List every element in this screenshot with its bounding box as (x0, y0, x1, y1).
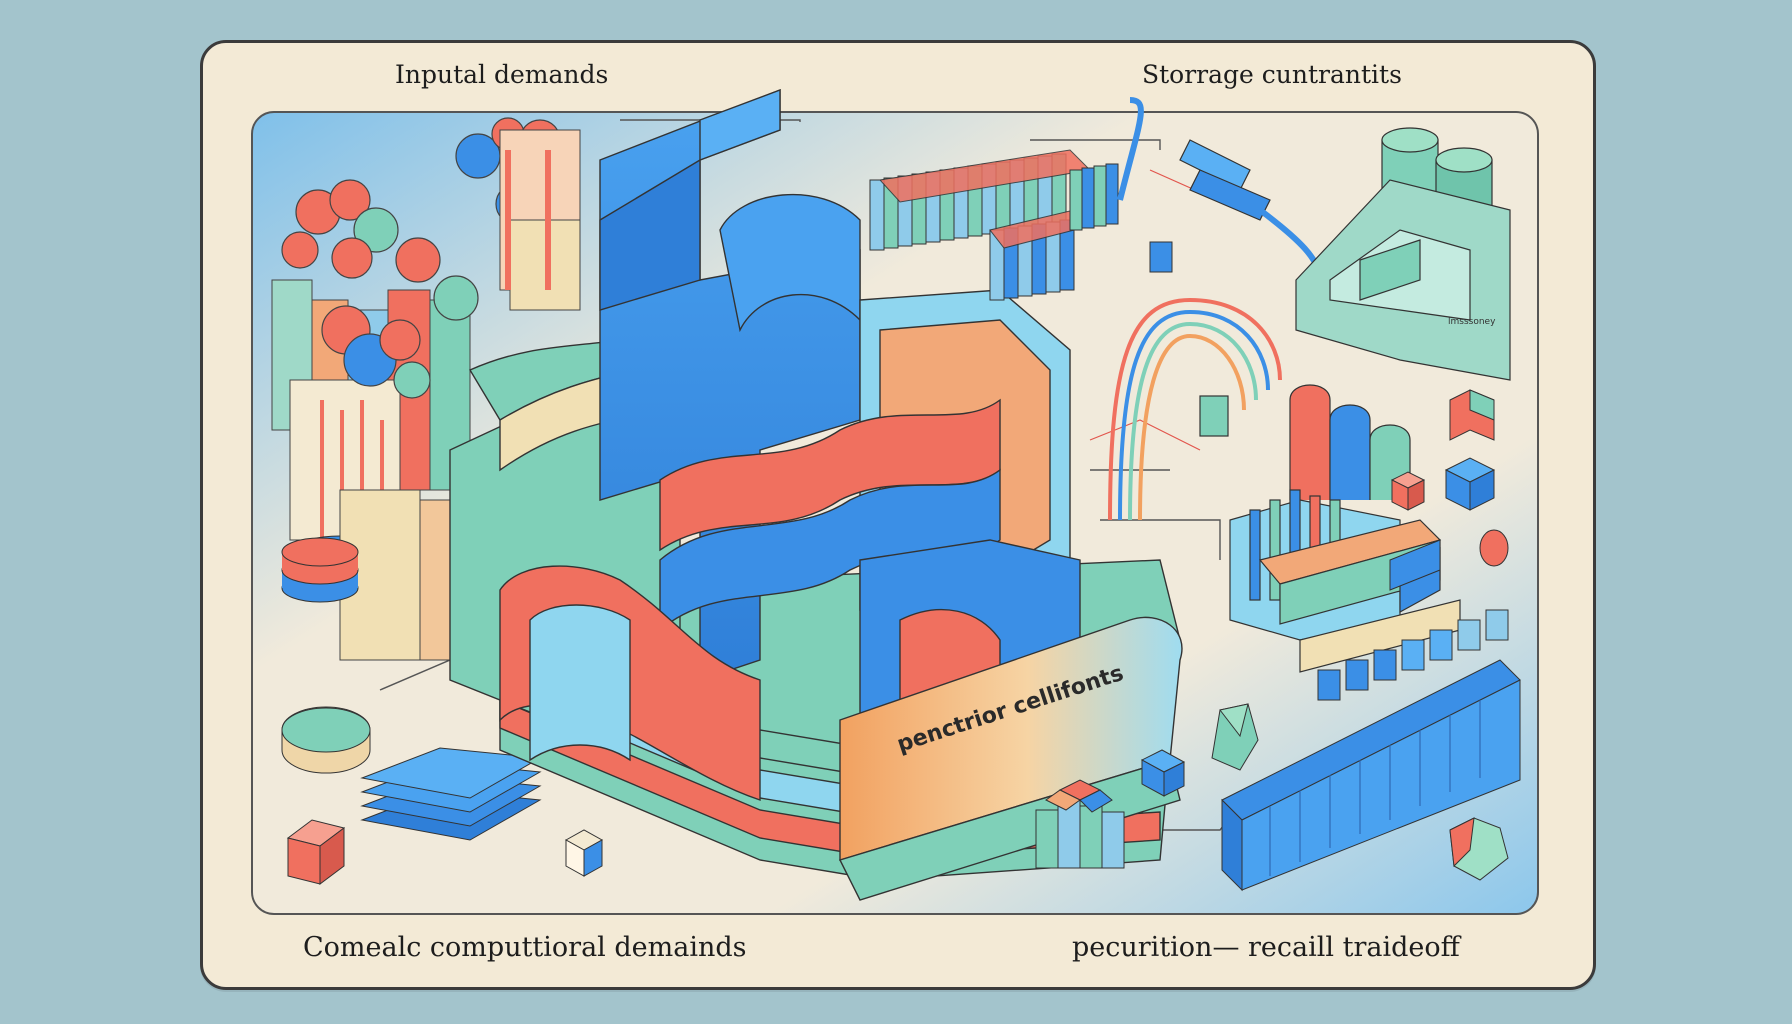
small-blue-box (1149, 241, 1173, 273)
coral-cube (286, 819, 346, 885)
top-left-label: Inputal demands (395, 60, 609, 89)
blue-cube (1140, 749, 1186, 797)
central-ribbon-structure (449, 88, 1183, 901)
bottom-left-label: Comealc computtioral demainds (303, 932, 747, 963)
stacked-discs (281, 537, 359, 603)
storage-column-rows (869, 149, 1119, 301)
tiny-sign-text: lmsssoney (1448, 317, 1496, 327)
bottom-right-label: pecurition— recaill traideoff (1072, 932, 1460, 963)
open-box-frame (1295, 179, 1511, 381)
hexagonal-cluster (1035, 779, 1125, 869)
small-cube-white (564, 829, 604, 877)
blue-layered-sheets (360, 747, 542, 841)
corner-pentagon (1449, 817, 1509, 881)
right-small-cubes (1389, 389, 1509, 591)
left-blossom-stack (499, 129, 581, 311)
rainbow-cables (1108, 297, 1282, 521)
crystal-shape (1211, 703, 1259, 771)
blade-rack (1221, 659, 1521, 892)
teal-disc (281, 706, 371, 774)
top-right-label: Storrage cuntrantits (1142, 60, 1402, 89)
cylinder-row (1317, 609, 1509, 701)
right-block-machinery (1199, 384, 1461, 673)
